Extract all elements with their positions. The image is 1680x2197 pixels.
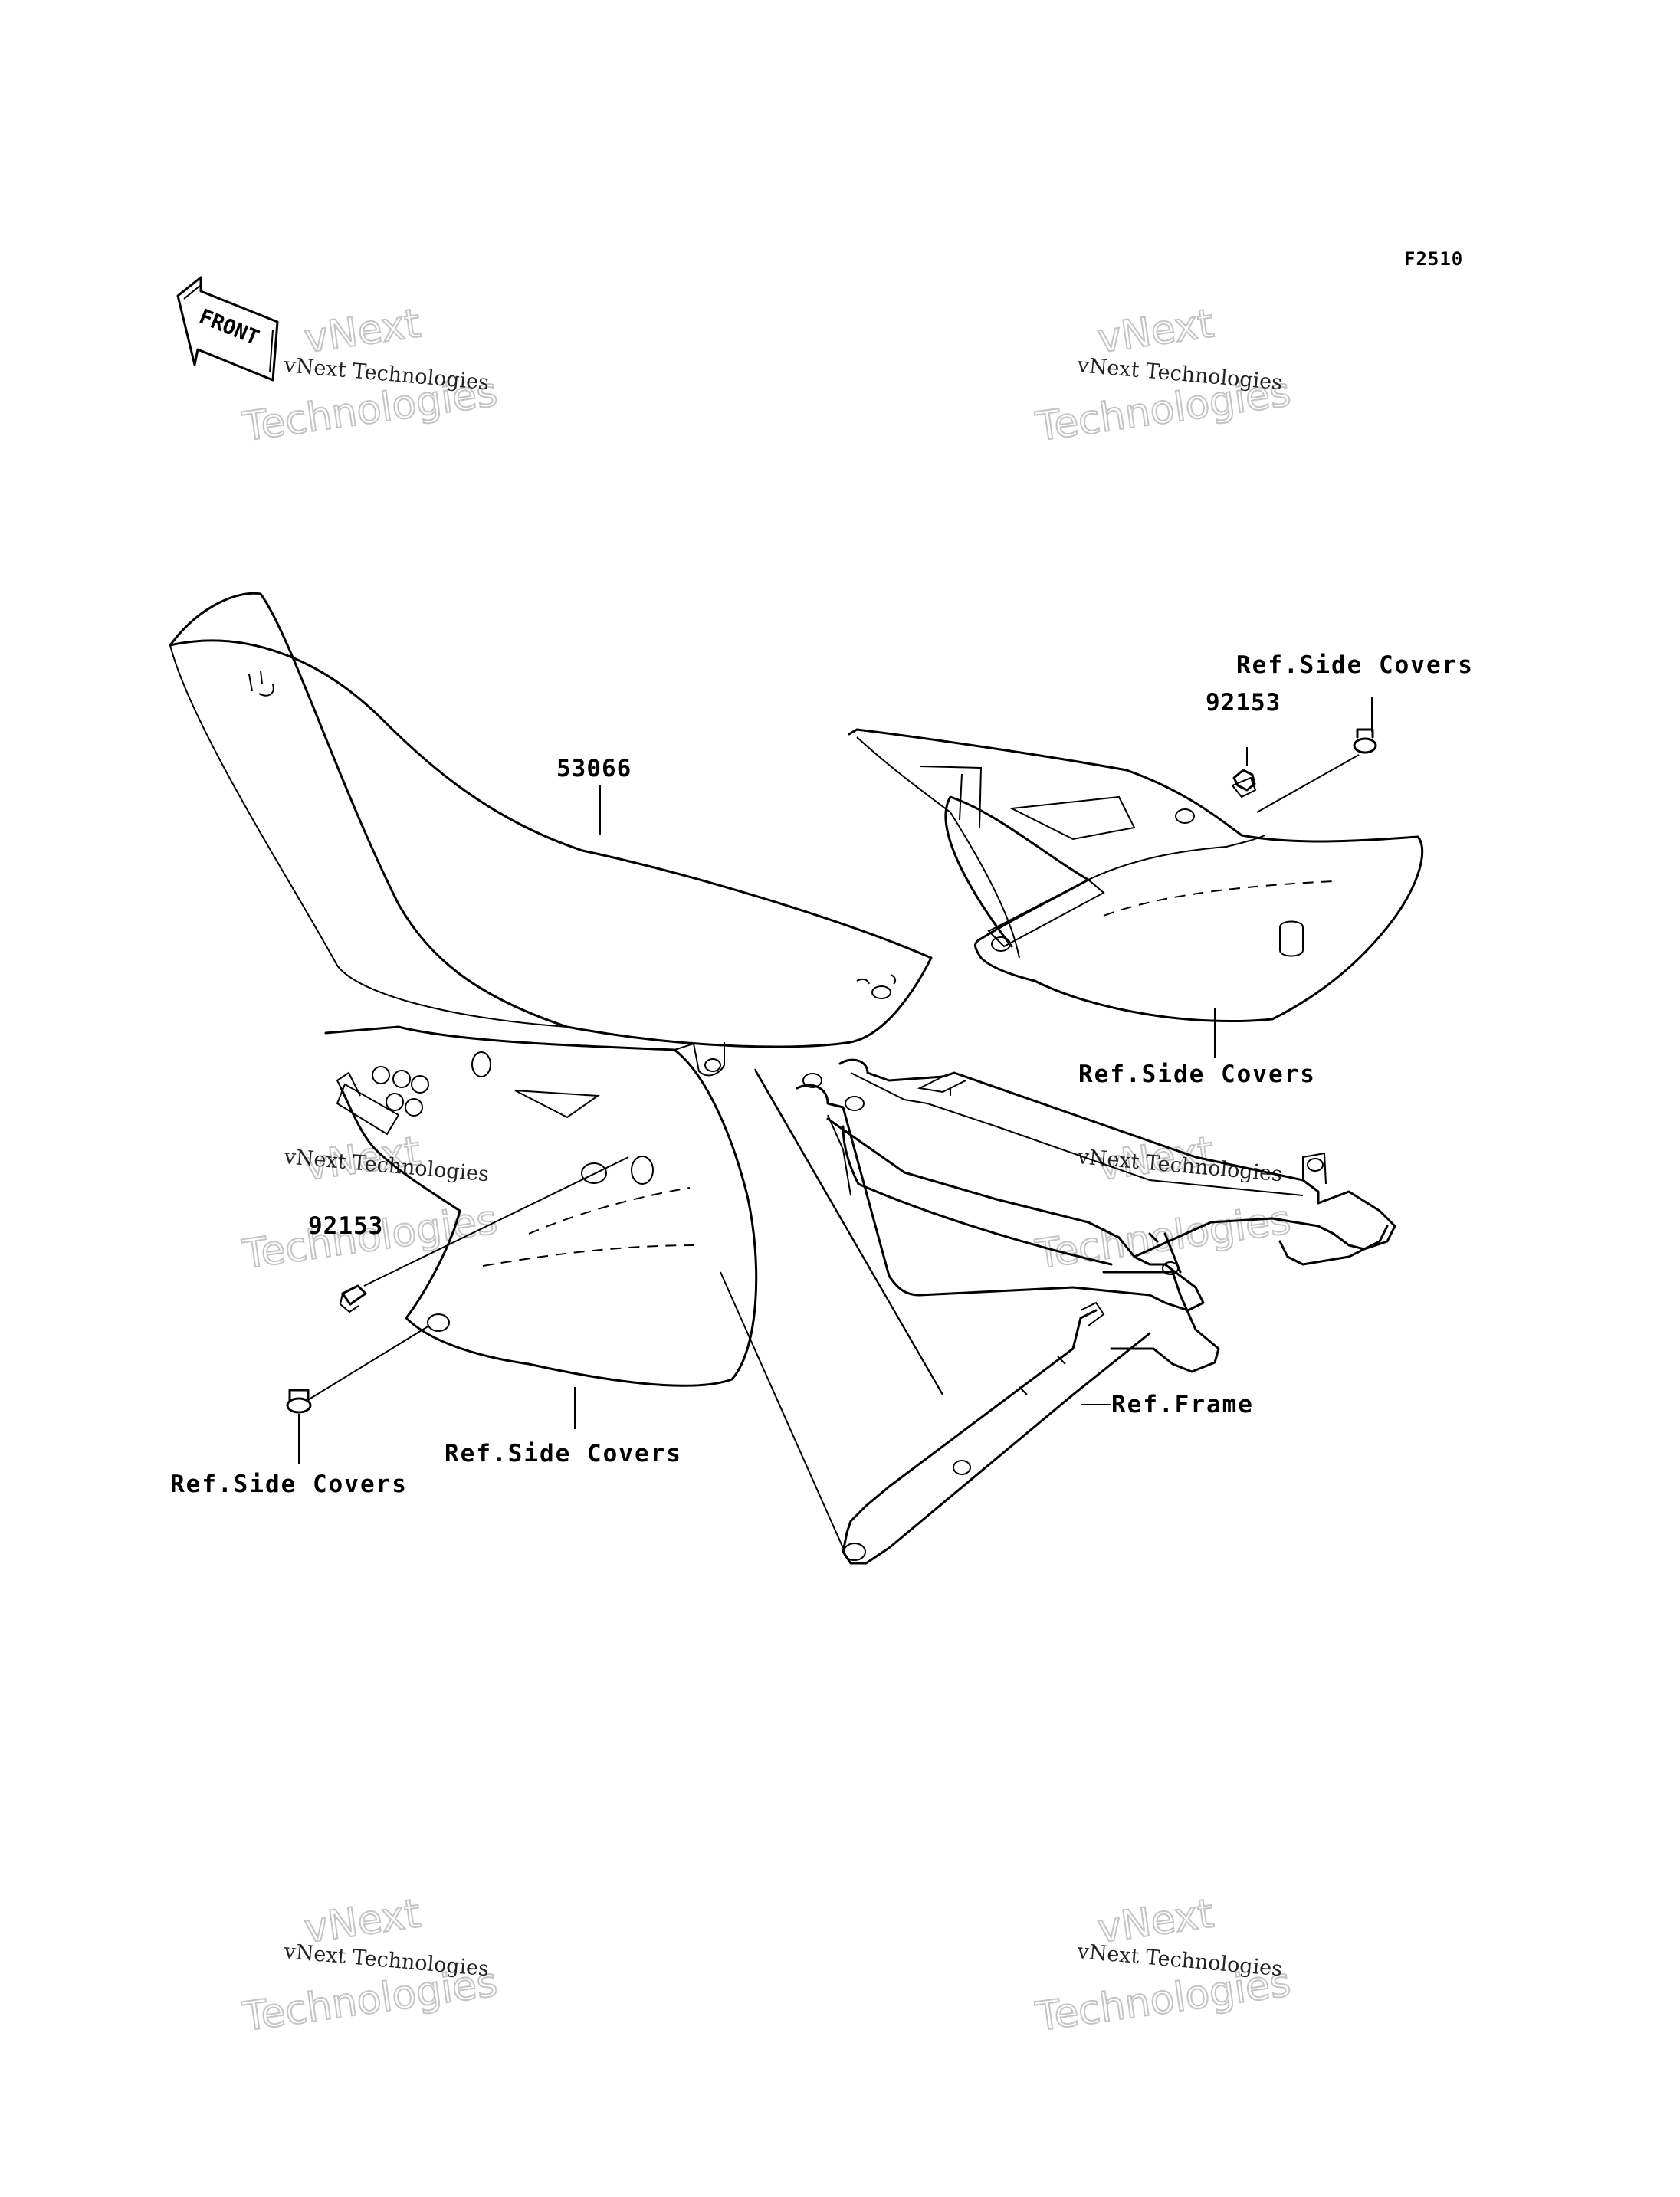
watermark-top-left: vNext Technologies vNext Technologies [238,300,500,451]
label-ref-side-covers-left-mid: Ref.Side Covers [445,1440,682,1467]
leader-lines [298,697,1373,1549]
watermark-mid-left: vNext Technologies vNext Technologies [238,1127,500,1279]
label-ref-side-covers-top-right: Ref.Side Covers [1236,651,1474,679]
label-ref-side-covers-right: Ref.Side Covers [1078,1061,1316,1088]
label-ref-side-covers-left-bottom: Ref.Side Covers [170,1471,408,1498]
seat [169,592,933,1048]
front-arrow-icon: FRONT [176,276,279,382]
watermark-bottom-left: vNext Technologies vNext Technologies [238,1890,500,2041]
watermark-bottom-right: vNext Technologies vNext Technologies [1032,1890,1294,2041]
watermark-top-right: vNext Technologies vNext Technologies [1032,300,1294,451]
svg-text:vNext: vNext [1094,300,1216,362]
bolt-right-icon [1231,769,1257,798]
grommet-left-icon [286,1389,312,1414]
right-side-cover [848,728,1424,1023]
figure-code: F2510 [1404,248,1463,270]
label-ref-frame: Ref.Frame [1111,1391,1254,1418]
bolt-left-icon [339,1284,367,1313]
frame [796,1058,1396,1565]
label-bolt-left-92153: 92153 [308,1212,383,1240]
label-bolt-right-92153: 92153 [1206,689,1281,716]
label-seat-53066: 53066 [556,755,632,782]
grommet-right-icon [1353,728,1377,754]
svg-text:vNext: vNext [301,300,423,362]
left-side-cover [324,1025,758,1387]
